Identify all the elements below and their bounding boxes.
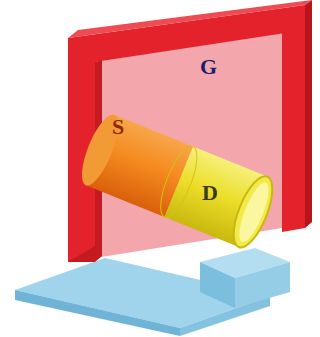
- terminal-label: D: [202, 182, 218, 204]
- gate: [68, 0, 312, 262]
- substrate: [15, 248, 290, 336]
- nanowire: [75, 110, 281, 252]
- terminal-label: G: [200, 56, 217, 78]
- terminal-label: S: [112, 116, 124, 138]
